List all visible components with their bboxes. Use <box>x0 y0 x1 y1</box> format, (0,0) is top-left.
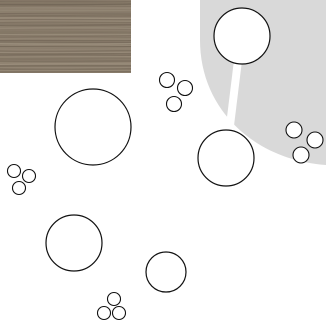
wood-grain-line <box>0 69 131 70</box>
bubble <box>113 307 126 320</box>
atom-large-left <box>55 89 131 165</box>
bubbles-left <box>8 165 36 195</box>
bubble <box>13 182 26 195</box>
wood-grain-line <box>0 28 131 29</box>
bubble <box>293 147 309 163</box>
bubble <box>307 132 323 148</box>
bubble <box>167 97 182 112</box>
wood-grain-line <box>0 63 131 64</box>
atom-top-right <box>214 8 270 64</box>
atom-lower-left <box>46 215 102 271</box>
bubble <box>98 307 111 320</box>
bubbles-top-center <box>160 73 193 112</box>
bubbles-bottom <box>98 293 126 320</box>
bubble <box>23 170 36 183</box>
bubble <box>108 293 121 306</box>
bubble <box>286 122 302 138</box>
wood-grain-line <box>0 60 131 61</box>
atom-right-middle <box>198 130 254 186</box>
bubble <box>160 73 175 88</box>
atom-bottom-small <box>146 252 186 292</box>
bubble <box>178 81 193 96</box>
wood-texture-panel <box>0 0 131 74</box>
bubble <box>8 165 21 178</box>
